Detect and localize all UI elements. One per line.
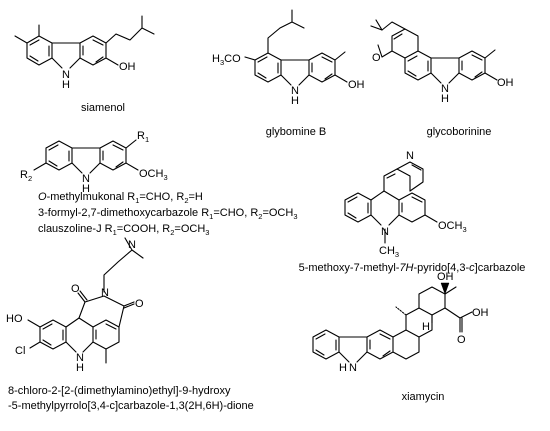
- pyrrolocarbazole-hydroxyl: HO: [6, 313, 23, 325]
- clauszoline-j-caption: clauszoline-J R1=COOH, R2=OCH3: [38, 223, 209, 237]
- siamenol-caption: siamenol: [81, 102, 125, 114]
- carbazole-family-structure: R1 R2 N H OCH3 O-methylmukonal R1=CHO, R…: [20, 130, 298, 237]
- o-methylmukonal-caption: O-methylmukonal R1=CHO, R2=H: [38, 191, 203, 205]
- xiamycin-stereo-hydrogen: H: [422, 321, 430, 333]
- pyridocarbazole-structure: N N CH3 OCH3 5-methoxy-7-methyl-7H-pyrid…: [299, 150, 526, 274]
- xiamycin-carbonyl-oxygen: O: [457, 334, 466, 346]
- carbazole-r2-label: R2: [20, 169, 32, 183]
- carbazole-r1-label: R1: [137, 130, 149, 144]
- glycoborinine-hydroxyl: OH: [497, 77, 514, 89]
- imide-oxygen-2: O: [135, 298, 144, 310]
- glybomine-nitrogen: N: [291, 85, 299, 97]
- imide-oxygen-1: O: [71, 283, 80, 295]
- glycoborinine-caption: glycoborinine: [427, 126, 492, 138]
- glycoborinine-nitrogen: N: [441, 83, 449, 95]
- glybomine-hydrogen: H: [291, 95, 299, 107]
- dimethylamino-nitrogen: N: [128, 239, 136, 251]
- xiamycin-ring-hydroxyl: OH: [437, 271, 454, 283]
- glybomine-b-structure: H3CO N H OH glybomine B: [212, 9, 365, 138]
- siamenol-hydroxyl: OH: [119, 61, 136, 73]
- glybomine-b-caption: glybomine B: [266, 126, 327, 138]
- siamenol-nitrogen: N: [62, 69, 70, 81]
- pyridocarbazole-n-methyl: CH3: [379, 245, 399, 259]
- siamenol-structure: N H OH siamenol: [14, 15, 155, 114]
- pyrrolocarbazole-caption-line-2: -5-methylpyrrolo[3,4-c]carbazole-1,3(2H,…: [8, 400, 254, 412]
- pyrrolocarbazole-structure: N O N O HO Cl N H 8-chloro-2-[2-(dimethy…: [6, 237, 254, 412]
- carbazole-methoxy: OCH3: [139, 168, 168, 182]
- glycoborinine-hydrogen: H: [441, 93, 449, 105]
- xiamycin-structure: OH H O OH N H xiamycin: [312, 271, 489, 403]
- pyridocarbazole-nitrogen: N: [381, 226, 389, 238]
- xiamycin-hydrogen: H: [339, 362, 347, 374]
- formyl-dimethoxycarbazole-caption: 3-formyl-2,7-dimethoxycarbazole R1=CHO, …: [38, 207, 298, 221]
- glybomine-hydroxyl: OH: [348, 79, 365, 91]
- imide-nitrogen: N: [101, 287, 109, 299]
- pyridocarbazole-caption: 5-methoxy-7-methyl-7H-pyrido[4,3-c]carba…: [299, 262, 526, 274]
- pyrrolocarbazole-nitrogen: N: [76, 352, 84, 364]
- pyridine-nitrogen: N: [406, 150, 414, 162]
- xiamycin-carboxyl-hydroxyl: OH: [472, 307, 489, 319]
- carbazole-nitrogen: N: [82, 173, 90, 185]
- xiamycin-caption: xiamycin: [402, 391, 445, 403]
- carbazole-hydrogen: H: [82, 183, 90, 195]
- pyrrolocarbazole-hydrogen: H: [76, 362, 84, 374]
- glybomine-methoxy: H3CO: [212, 53, 241, 67]
- pyrrolocarbazole-chlorine: Cl: [15, 345, 25, 357]
- glycoborinine-pyran-oxygen: O: [372, 52, 381, 64]
- pyridocarbazole-methoxy: OCH3: [438, 220, 467, 234]
- siamenol-hydrogen: H: [62, 79, 70, 91]
- xiamycin-nitrogen: N: [349, 362, 357, 374]
- pyrrolocarbazole-caption-line-1: 8-chloro-2-[2-(dimethylamino)ethyl]-9-hy…: [8, 385, 231, 397]
- glycoborinine-structure: O N H OH glycoborinine: [370, 19, 514, 138]
